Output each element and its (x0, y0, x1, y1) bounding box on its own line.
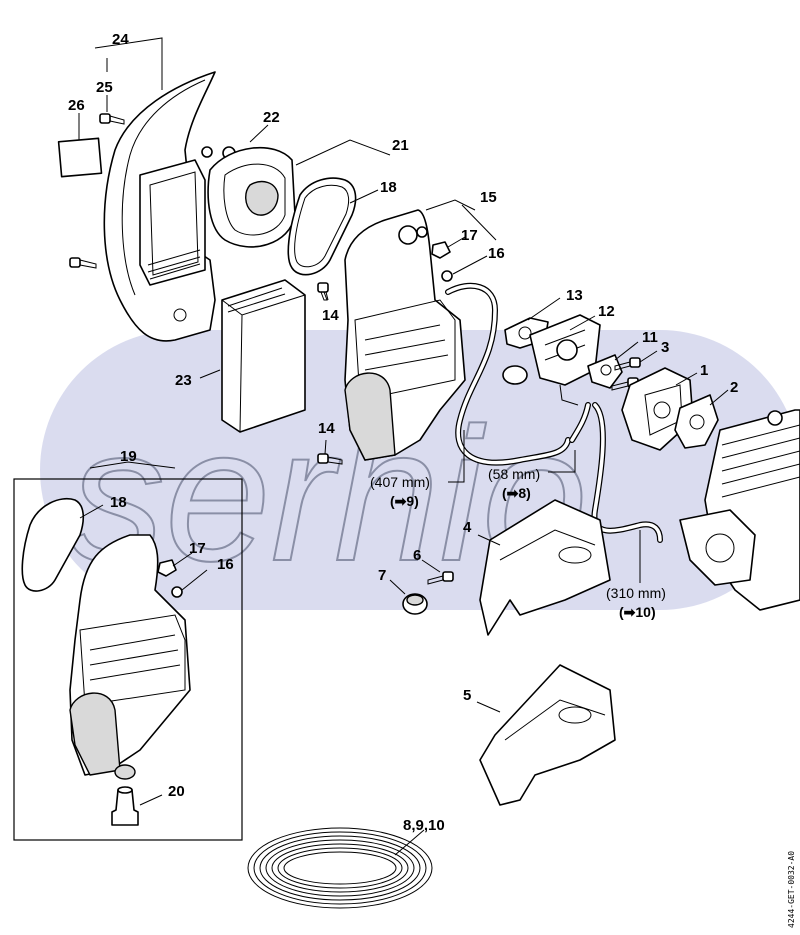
callout-11: 11 (642, 329, 658, 346)
callout-25: 25 (96, 79, 113, 96)
nut-16-group (171, 586, 183, 598)
hose-58-length: (58 mm) (488, 466, 540, 482)
hose-310-length: (310 mm) (606, 585, 666, 601)
gasket-11 (587, 354, 623, 389)
hose-labels: (407 mm) (➡9) (58 mm) (➡8) (310 mm) (➡10… (370, 466, 666, 620)
hose-coil-8-9-10 (247, 827, 433, 909)
callout-19: 19 (120, 448, 137, 465)
carburetor-box-15 (344, 209, 466, 461)
plug-20 (111, 764, 139, 826)
screw-3 (611, 357, 641, 391)
air-filter-cover (103, 71, 216, 342)
nut-small (201, 146, 213, 158)
callout-16-top: 16 (488, 245, 505, 262)
gasket-18-group (21, 498, 85, 592)
hose-407-ref: (➡9) (390, 493, 419, 509)
callout-24: 24 (112, 31, 129, 48)
hose-310-ref: (➡10) (619, 604, 656, 620)
callout-23: 23 (175, 372, 192, 389)
callout-4: 4 (463, 519, 472, 536)
callout-1: 1 (700, 362, 708, 379)
callout-17-top: 17 (461, 227, 478, 244)
callout-5: 5 (463, 687, 471, 704)
callout-18-top: 18 (380, 179, 397, 196)
group-19 (13, 478, 243, 841)
callout-20: 20 (168, 783, 185, 800)
carburetor-12 (502, 314, 601, 406)
callout-26: 26 (68, 97, 85, 114)
callout-6: 6 (413, 547, 421, 564)
callout-2: 2 (730, 379, 738, 396)
prefilter-22 (207, 146, 296, 248)
grommet-17 (431, 241, 451, 259)
callout-3: 3 (661, 339, 669, 356)
gasket-2 (674, 394, 719, 449)
hose-407-length: (407 mm) (370, 474, 430, 490)
callout-8-9-10: 8,9,10 (403, 817, 445, 834)
callout-14-upper: 14 (322, 307, 339, 324)
grommet-17-group (157, 559, 177, 577)
callouts: 24 25 26 22 21 18 15 17 16 13 12 14 11 3… (68, 31, 738, 834)
screw-14-upper (317, 282, 329, 301)
group-19-frame (13, 478, 243, 841)
baffle-5 (479, 664, 616, 806)
engine-cylinder (679, 409, 800, 611)
callout-7: 7 (378, 567, 386, 584)
baffle-4 (479, 499, 611, 636)
leader-lines (78, 37, 729, 856)
callout-13: 13 (566, 287, 583, 304)
plug-7 (402, 593, 428, 615)
callout-22: 22 (263, 109, 280, 126)
screw-14-lower (317, 453, 343, 465)
callout-21: 21 (392, 137, 409, 154)
screw-24-lower (69, 257, 97, 269)
document-id: 4244-GET-0032-A0 (787, 851, 796, 928)
gasket-18 (287, 177, 357, 276)
callout-18-group: 18 (110, 494, 127, 511)
nut-16 (441, 270, 453, 282)
screw-25 (99, 113, 125, 125)
hose-58-ref: (➡8) (502, 485, 531, 501)
callout-12: 12 (598, 303, 615, 320)
bellows-group (69, 692, 121, 776)
screw-6 (427, 571, 454, 585)
callout-16-group: 16 (217, 556, 234, 573)
air-filter-23 (221, 279, 306, 433)
callout-15: 15 (480, 189, 497, 206)
callout-17-group: 17 (189, 540, 206, 557)
callout-14-lower: 14 (318, 420, 335, 437)
label-26 (57, 137, 103, 178)
